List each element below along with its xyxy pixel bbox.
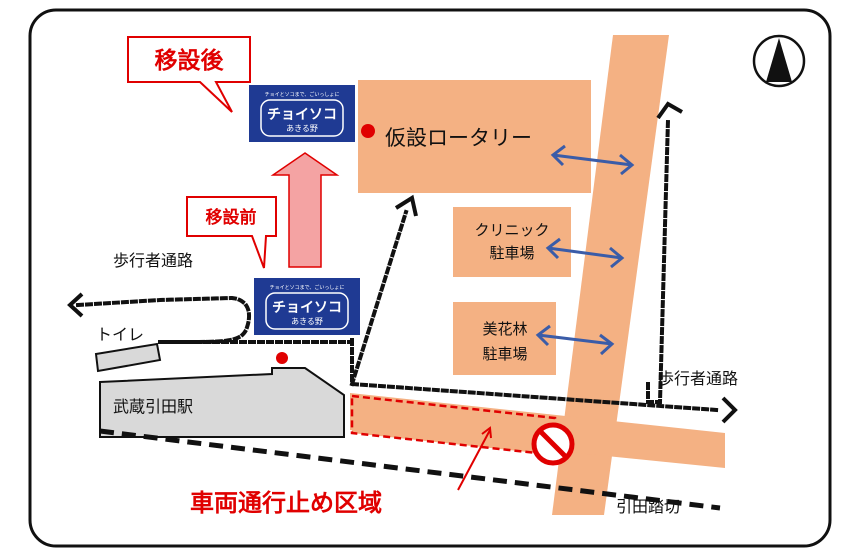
arrowhead-right (721, 396, 738, 424)
svg-text:チョイとソコまで、ごいっしょに: チョイとソコまで、ごいっしょに (265, 91, 340, 98)
choisoko-logo-before: チョイとソコまで、ごいっしょに チョイソコ あきる野 (254, 278, 360, 335)
bikarin-parking-label-1: 美花林 (482, 320, 527, 338)
clinic-parking-area (453, 207, 571, 277)
north-arrow-icon (752, 34, 806, 88)
before-move-label: 移設前 (206, 207, 257, 228)
route-left (75, 295, 251, 344)
pedestrian-path-right-label: 歩行者通路 (658, 369, 738, 388)
stop-marker-before (276, 352, 288, 364)
main-road (552, 35, 669, 515)
choisoko-logo-after: チョイとソコまで、ごいっしょに チョイソコ あきる野 (249, 85, 355, 142)
clinic-access-arrow (547, 246, 623, 260)
route-right (646, 117, 671, 404)
crossing-label: 引田踏切 (616, 497, 680, 516)
svg-text:あきる野: あきる野 (286, 124, 318, 133)
stop-marker-after (361, 124, 375, 138)
no-vehicle-zone-outline (350, 394, 557, 457)
railway-line (99, 428, 721, 511)
zone-pointer-arrow (457, 426, 492, 491)
svg-text:あきる野: あきる野 (291, 317, 323, 326)
station-building (99, 367, 345, 438)
svg-text:チョイソコ: チョイソコ (267, 107, 337, 123)
station-label: 武蔵引田駅 (113, 397, 193, 416)
no-vehicle-zone-label: 車両通行止め区域 (190, 489, 382, 517)
route-arrowheads (67, 101, 738, 424)
arrowhead-left (67, 292, 84, 318)
route-to-rotary (349, 209, 409, 387)
bikarin-parking-label-2: 駐車場 (482, 345, 527, 363)
toilet-building (94, 342, 162, 373)
arrowhead-up-right (656, 101, 683, 120)
clinic-parking-label-2: 駐車場 (489, 244, 534, 262)
pedestrian-path-left-label: 歩行者通路 (113, 251, 193, 270)
temp-rotary-area (358, 80, 591, 193)
before-move-callout (186, 196, 277, 269)
rotary-access-arrow (552, 153, 633, 167)
pedestrian-routes (75, 117, 720, 413)
after-move-label: 移設後 (155, 47, 225, 74)
relocation-arrow (270, 152, 340, 268)
blue-double-arrows (535, 144, 635, 356)
bikarin-access-arrow (537, 333, 613, 346)
svg-text:チョイとソコまで、ごいっしょに: チョイとソコまで、ごいっしょに (270, 284, 345, 291)
arrowhead-rotary (394, 194, 418, 217)
svg-text:チョイソコ: チョイソコ (272, 300, 342, 316)
bikarin-parking-area (453, 302, 556, 375)
toilet-label: トイレ (96, 325, 144, 344)
clinic-parking-label-1: クリニック (474, 221, 549, 239)
after-move-callout (127, 36, 251, 113)
temp-rotary-label: 仮設ロータリー (385, 126, 532, 150)
no-entry-icon (531, 422, 575, 466)
